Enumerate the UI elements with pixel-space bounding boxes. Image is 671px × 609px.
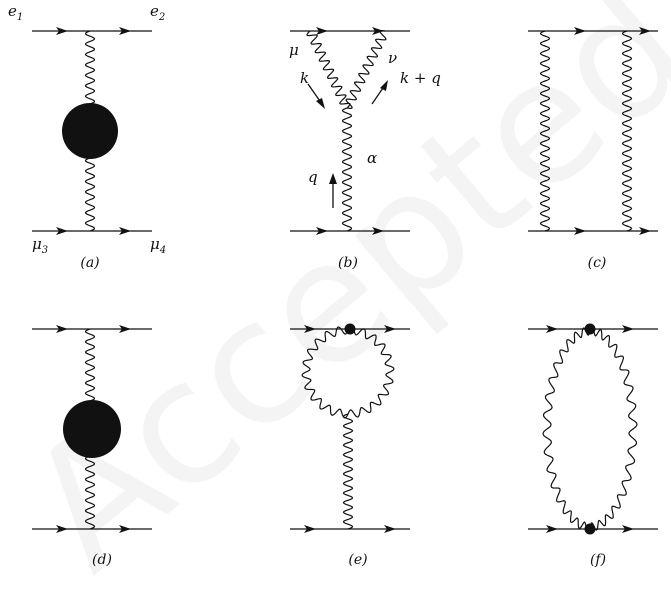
arrow [546, 525, 558, 533]
label-alpha: α [367, 149, 377, 167]
arrow [622, 525, 634, 533]
arrow [574, 227, 586, 235]
label-k-plus-q: k + q [400, 69, 441, 87]
photon-kq-right [345, 30, 387, 109]
arrow [622, 325, 634, 333]
photon-propagator-lower [84, 455, 96, 530]
arrow [119, 525, 131, 533]
arrow [304, 325, 316, 333]
caption-e: (e) [348, 552, 367, 568]
panel-d: (d) [32, 325, 152, 568]
panel-a: e1 e2 μ3 μ4 (a) [8, 2, 166, 271]
self-energy-blob [63, 400, 121, 458]
arrow [56, 27, 68, 35]
arrow [56, 325, 68, 333]
panel-c: (c) [528, 27, 658, 271]
arrow [372, 227, 384, 235]
label-mu3: μ3 [32, 235, 48, 256]
label-mu: μ [289, 41, 299, 59]
vertex-dot [344, 323, 356, 335]
label-e2: e2 [150, 2, 165, 23]
self-energy-blob [62, 103, 118, 159]
caption-f: (f) [590, 552, 606, 568]
arrow [119, 27, 131, 35]
arrow [574, 27, 586, 35]
panel-f: (f) [528, 323, 658, 568]
arrow [316, 27, 328, 35]
caption-b: (b) [338, 255, 358, 271]
arrow [384, 525, 396, 533]
photon-propagator-lower [84, 157, 96, 232]
arrow [546, 325, 558, 333]
photon-propagator-upper [84, 30, 96, 105]
label-k: k [300, 69, 309, 87]
arrow [56, 227, 68, 235]
photon-propagator-right [621, 30, 633, 232]
caption-a: (a) [80, 255, 99, 271]
arrow [316, 227, 328, 235]
momentum-arrow-k [307, 83, 325, 109]
label-nu: ν [388, 49, 397, 67]
photon-q-alpha [341, 107, 353, 232]
vertex-dot-bottom [584, 523, 596, 535]
caption-c: (c) [588, 255, 607, 271]
vertex-dot-top [584, 323, 596, 335]
feynman-diagrams-figure: e1 e2 μ3 μ4 (a) μ ν k k + q q α [8, 2, 658, 568]
photon-propagator-upper [84, 328, 96, 402]
arrow [384, 325, 396, 333]
arrow [56, 525, 68, 533]
photon-propagator [342, 413, 354, 530]
label-mu4: μ4 [150, 235, 166, 256]
caption-d: (d) [92, 552, 112, 568]
panel-b: μ ν k k + q q α (b) [289, 27, 441, 271]
momentum-arrow-q [329, 173, 337, 208]
photon-propagator-left [539, 30, 551, 232]
label-q: q [308, 168, 318, 186]
arrow [119, 325, 131, 333]
arrow [639, 227, 651, 235]
arrow [119, 227, 131, 235]
label-e1: e1 [8, 2, 23, 23]
panel-e: (e) [290, 323, 410, 568]
arrow [304, 525, 316, 533]
arrow [639, 27, 651, 35]
photon-k-left [306, 30, 351, 109]
photon-loop [301, 325, 395, 419]
arrow [372, 27, 384, 35]
momentum-arrow-kq [371, 80, 388, 105]
photon-loop-ellipse [542, 326, 638, 532]
